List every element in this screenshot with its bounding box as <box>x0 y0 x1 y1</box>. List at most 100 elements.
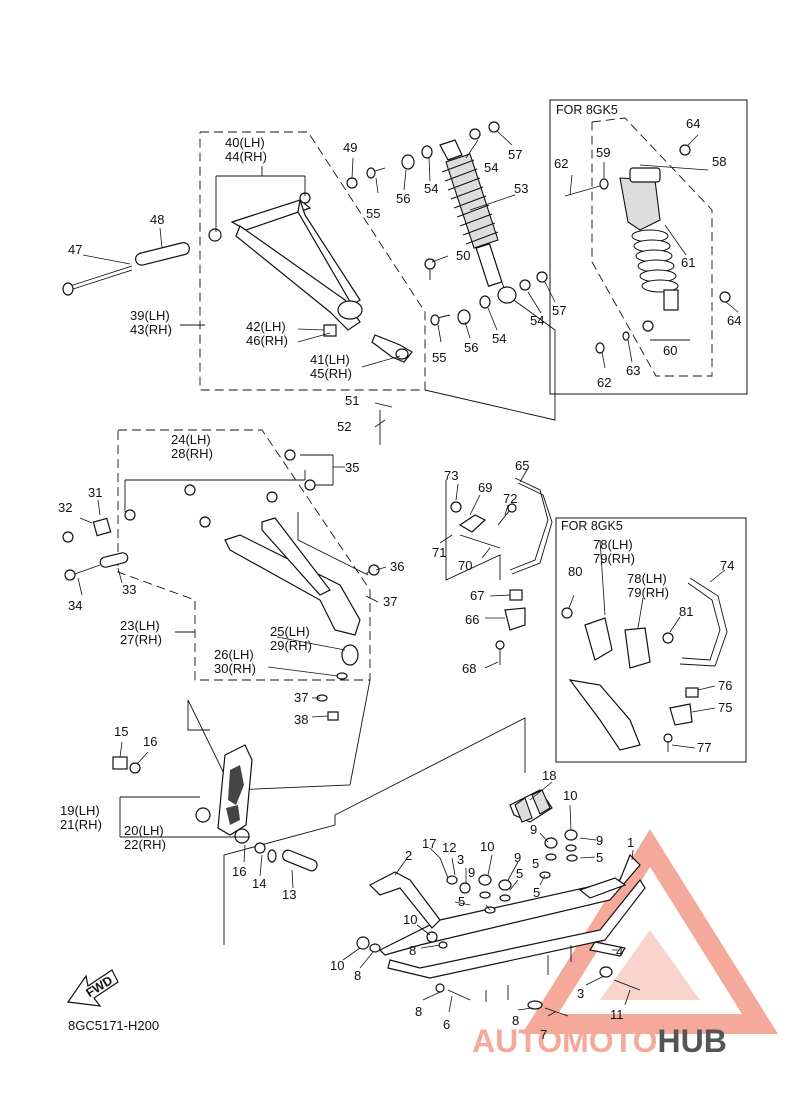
label-75: 75 <box>718 700 732 715</box>
part-labels: 40(LH) 44(RH) 49 48 47 39(LH) 43(RH) 42(… <box>58 116 741 1042</box>
label-49: 49 <box>343 140 357 155</box>
label-29: 29(RH) <box>270 638 312 653</box>
label-37a: 37 <box>383 594 397 609</box>
label-17: 17 <box>422 836 436 851</box>
label-40: 40(LH) <box>225 135 265 150</box>
label-25: 25(LH) <box>270 624 310 639</box>
label-78b: 78(LH) <box>627 571 667 586</box>
label-64b: 64 <box>727 313 741 328</box>
label-54d: 54 <box>530 313 544 328</box>
label-60: 60 <box>663 343 677 358</box>
inset-bottom-parts <box>561 577 728 752</box>
label-26: 26(LH) <box>214 647 254 662</box>
label-37b: 37 <box>294 690 308 705</box>
label-12: 12 <box>442 840 456 855</box>
label-21: 21(RH) <box>60 817 102 832</box>
label-70: 70 <box>458 558 472 573</box>
label-30: 30(RH) <box>214 661 256 676</box>
inset-bottom-title: FOR 8GK5 <box>561 519 623 533</box>
inset-top: FOR 8GK5 <box>549 99 748 395</box>
label-48: 48 <box>150 212 164 227</box>
lower-a-arm <box>62 449 380 721</box>
label-61: 61 <box>681 255 695 270</box>
label-54b: 54 <box>484 160 498 175</box>
watermark-part3: HUB <box>657 1023 726 1059</box>
label-15: 15 <box>114 724 128 739</box>
label-43: 43(RH) <box>130 322 172 337</box>
label-45: 45(RH) <box>310 366 352 381</box>
label-52: 52 <box>337 419 351 434</box>
label-66: 66 <box>465 612 479 627</box>
label-64a: 64 <box>686 116 700 131</box>
spindle <box>112 744 318 872</box>
label-14: 14 <box>252 876 266 891</box>
inset-bottom: FOR 8GK5 <box>555 517 747 763</box>
label-69: 69 <box>478 480 492 495</box>
inset-top-title: FOR 8GK5 <box>556 103 618 117</box>
label-34: 34 <box>68 598 82 613</box>
label-50: 50 <box>456 248 470 263</box>
label-72: 72 <box>503 491 517 506</box>
label-8c: 8 <box>415 1004 422 1019</box>
label-32: 32 <box>58 500 72 515</box>
watermark-part2: MOTO <box>562 1023 657 1059</box>
label-56a: 56 <box>396 191 410 206</box>
label-6: 6 <box>443 1017 450 1032</box>
label-9c: 9 <box>468 865 475 880</box>
label-31: 31 <box>88 485 102 500</box>
label-65: 65 <box>515 458 529 473</box>
label-27: 27(RH) <box>120 632 162 647</box>
leader-lines <box>77 130 739 1017</box>
watermark-part1: AUTO <box>472 1023 562 1059</box>
label-53: 53 <box>514 181 528 196</box>
inset-shock <box>564 144 731 354</box>
label-13: 13 <box>282 887 296 902</box>
label-5a: 5 <box>596 850 603 865</box>
label-9a: 9 <box>530 822 537 837</box>
label-9d: 9 <box>514 850 521 865</box>
label-55a: 55 <box>366 206 380 221</box>
label-3a: 3 <box>457 852 464 867</box>
label-4: 4 <box>616 944 623 959</box>
label-56b: 56 <box>464 340 478 355</box>
label-63: 63 <box>626 363 640 378</box>
label-42: 42(LH) <box>246 319 286 334</box>
dashed-outlines <box>117 117 713 945</box>
label-7: 7 <box>540 1027 547 1042</box>
label-67: 67 <box>470 588 484 603</box>
label-28: 28(RH) <box>171 446 213 461</box>
label-74: 74 <box>720 558 734 573</box>
label-9b: 9 <box>596 833 603 848</box>
label-22: 22(RH) <box>124 837 166 852</box>
label-54a: 54 <box>424 181 438 196</box>
label-1: 1 <box>627 835 634 850</box>
label-3b: 3 <box>577 986 584 1001</box>
label-18: 18 <box>542 768 556 783</box>
label-57b: 57 <box>552 303 566 318</box>
label-47: 47 <box>68 242 82 257</box>
label-81: 81 <box>679 604 693 619</box>
label-11: 11 <box>610 1007 624 1022</box>
label-10d: 10 <box>330 958 344 973</box>
label-62a: 62 <box>554 156 568 171</box>
label-77: 77 <box>697 740 711 755</box>
label-79a: 79(RH) <box>593 551 635 566</box>
label-19: 19(LH) <box>60 803 100 818</box>
label-78a: 78(LH) <box>593 537 633 552</box>
label-8b: 8 <box>354 968 361 983</box>
label-41: 41(LH) <box>310 352 350 367</box>
shock-absorber <box>346 121 548 326</box>
label-80: 80 <box>568 564 582 579</box>
label-2: 2 <box>405 848 412 863</box>
label-58: 58 <box>712 154 726 169</box>
label-16b: 16 <box>232 864 246 879</box>
label-8d: 8 <box>512 1013 519 1028</box>
label-68: 68 <box>462 661 476 676</box>
label-73: 73 <box>444 468 458 483</box>
label-39: 39(LH) <box>130 308 170 323</box>
label-71: 71 <box>432 545 446 560</box>
label-35: 35 <box>345 460 359 475</box>
label-76: 76 <box>718 678 732 693</box>
diagram-code: 8GC5171-H200 <box>68 1018 159 1033</box>
